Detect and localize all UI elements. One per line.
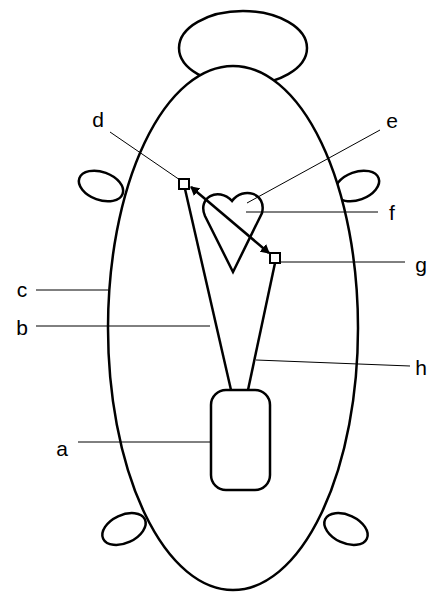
junction-point (270, 253, 280, 263)
part-label: h (414, 357, 428, 378)
limb (75, 165, 128, 207)
vessel-line (185, 189, 231, 390)
leader-line (78, 442, 211, 443)
part-label: e (385, 110, 399, 131)
part-label: a (55, 438, 69, 459)
body-outline (108, 66, 358, 590)
leader-line (110, 132, 180, 180)
part-label: b (15, 317, 29, 338)
part-label: f (388, 202, 396, 223)
vessel-line (248, 263, 275, 390)
junction-point (179, 179, 189, 189)
leader-line (247, 130, 380, 203)
leader-line (281, 262, 405, 263)
part-label: d (91, 109, 105, 130)
leader-line (256, 360, 410, 366)
limb (97, 507, 151, 552)
leader-line (36, 326, 210, 327)
organ (211, 390, 270, 490)
part-label: g (414, 254, 428, 275)
leader-line (246, 212, 378, 213)
leader-line (36, 290, 108, 291)
limb (319, 507, 373, 552)
part-label: c (16, 279, 29, 300)
